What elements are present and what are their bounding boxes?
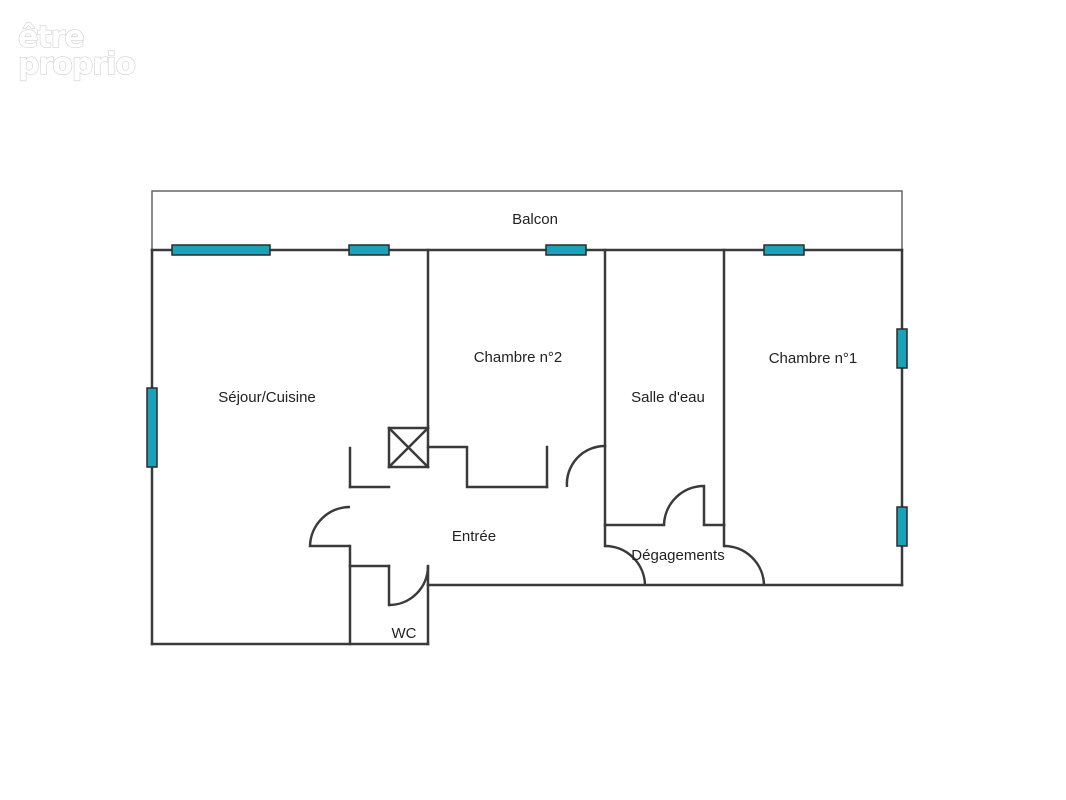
label-sejour-cuisine: Séjour/Cuisine	[218, 389, 316, 406]
room-labels: Balcon Chambre n°2 Chambre n°1 Séjour/Cu…	[218, 211, 857, 642]
label-chambre-2: Chambre n°2	[474, 349, 563, 366]
label-balcon: Balcon	[512, 211, 558, 228]
label-degagements: Dégagements	[631, 547, 724, 564]
window-chambre1-right-upper	[896, 328, 908, 369]
ventilation-shaft	[387, 426, 430, 469]
logo-line-2: proprio	[18, 47, 135, 82]
label-salle-d-eau: Salle d'eau	[631, 389, 705, 406]
balcony-outline	[151, 190, 903, 250]
label-chambre-1: Chambre n°1	[769, 350, 858, 367]
window-sejour-top-small	[348, 244, 390, 256]
logo-line-1: être	[18, 20, 84, 55]
label-entree: Entrée	[452, 528, 496, 545]
window-sejour-top	[171, 244, 271, 256]
doors	[308, 444, 766, 607]
window-chambre2	[545, 244, 587, 256]
windows	[146, 244, 908, 547]
window-chambre1-top	[763, 244, 805, 256]
window-sejour-left	[146, 387, 158, 468]
window-chambre1-right-lower	[896, 506, 908, 547]
walls	[150, 248, 904, 646]
logo: être proprio	[17, 19, 137, 82]
label-wc: WC	[392, 625, 417, 642]
